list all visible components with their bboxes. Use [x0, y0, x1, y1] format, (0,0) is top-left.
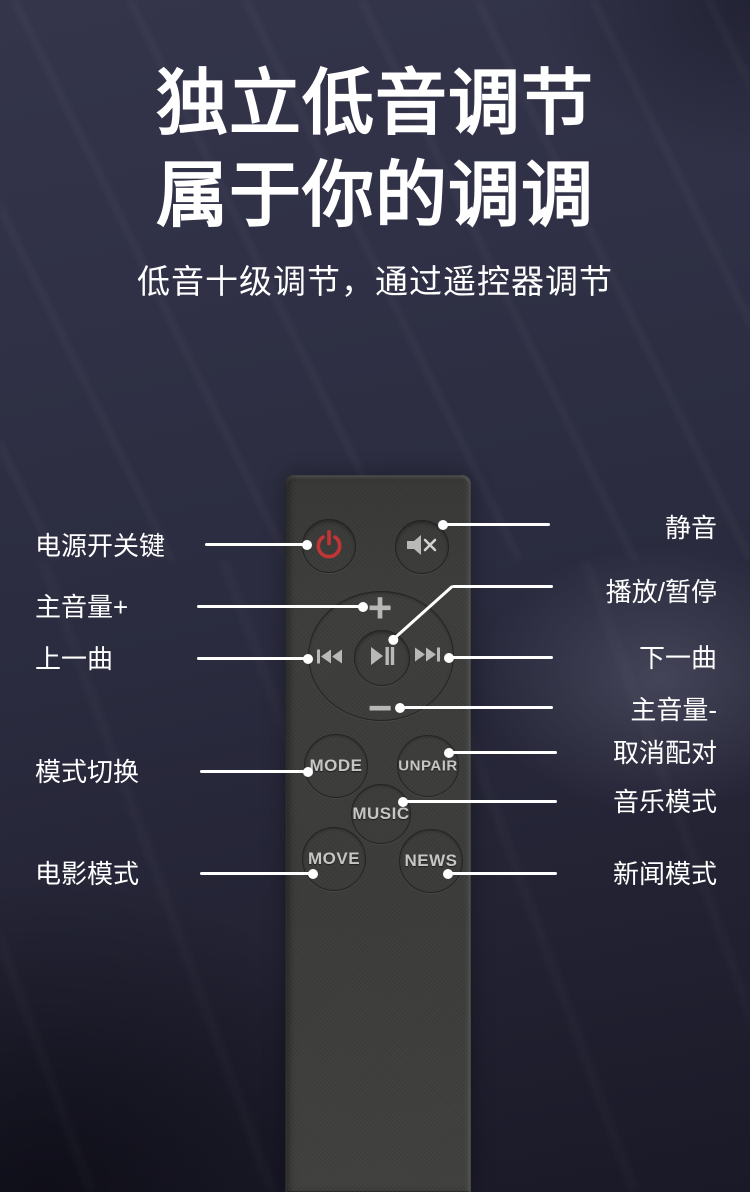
callout-dot-mute	[438, 519, 448, 530]
callout-dot-next	[444, 652, 454, 663]
mute-speaker-icon	[406, 533, 438, 562]
callout-dot-power	[302, 539, 312, 550]
page-subtitle: 低音十级调节，通过遥控器调节	[137, 263, 613, 300]
callout-line-mute	[438, 519, 550, 530]
callout-line-news	[443, 868, 557, 879]
callout-line-volume-down	[395, 702, 553, 713]
page-title: 独立低音调节 属于你的调调	[0, 58, 750, 242]
callout-label-volume-down: 主音量-	[630, 695, 717, 725]
title-line-1: 独立低音调节	[155, 64, 594, 144]
callout-line-next	[444, 652, 553, 663]
play-pause-icon	[369, 645, 395, 672]
callout-label-unpair: 取消配对	[612, 738, 717, 768]
callout-dot-unpair	[444, 747, 454, 758]
news-button-label: NEWS	[404, 851, 458, 870]
mode-button-label: MODE	[309, 756, 363, 775]
callout-label-previous: 上一曲	[35, 644, 114, 674]
callout-line-volume-up	[197, 601, 368, 612]
callout-line-previous	[197, 653, 313, 664]
news-button[interactable]: NEWS	[399, 829, 463, 893]
callout-line-music	[398, 796, 557, 807]
mode-button[interactable]: MODE	[304, 734, 368, 798]
remote-control: + −	[285, 475, 471, 1192]
callout-line-unpair	[444, 747, 557, 758]
callout-label-power: 电源开关键	[35, 531, 166, 561]
callout-dot-mode	[303, 766, 313, 777]
callout-line-mode	[200, 766, 313, 777]
movie-button[interactable]: MOVE	[302, 827, 366, 891]
callout-dot-movie	[308, 868, 318, 879]
music-button-label: MUSIC	[352, 804, 410, 823]
callout-dot-news	[443, 868, 453, 879]
callout-label-play-pause: 播放/暂停	[605, 577, 717, 607]
callout-label-movie: 电影模式	[35, 859, 140, 889]
mute-button[interactable]	[395, 520, 449, 574]
callout-label-music: 音乐模式	[612, 787, 717, 817]
title-line-2: 属于你的调调	[155, 156, 594, 236]
callout-line-play-pause	[452, 585, 553, 588]
previous-track-icon	[316, 647, 344, 671]
volume-down-button[interactable]: −	[367, 684, 393, 731]
next-track-icon	[413, 645, 441, 669]
callout-line-power	[205, 539, 312, 550]
volume-up-button[interactable]: +	[367, 584, 393, 631]
callout-line-movie	[200, 868, 318, 879]
previous-track-button[interactable]	[316, 649, 344, 669]
callout-label-volume-up: 主音量+	[35, 592, 129, 622]
music-button[interactable]: MUSIC	[351, 784, 411, 844]
callout-label-mute: 静音	[664, 513, 717, 543]
callout-dot-volume-up	[358, 601, 368, 612]
unpair-button[interactable]: UNPAIR	[397, 735, 459, 797]
callout-label-mode: 模式切换	[35, 757, 140, 787]
callout-dot-previous	[303, 653, 313, 664]
callout-label-next: 下一曲	[638, 643, 717, 673]
play-pause-button[interactable]	[354, 630, 410, 686]
callout-dot-volume-down	[395, 702, 405, 713]
callout-label-news: 新闻模式	[612, 859, 717, 889]
unpair-button-label: UNPAIR	[398, 757, 458, 775]
movie-button-label: MOVE	[307, 849, 361, 868]
next-track-button[interactable]	[413, 647, 441, 667]
power-icon	[313, 528, 345, 565]
callout-dot-music	[398, 796, 408, 807]
